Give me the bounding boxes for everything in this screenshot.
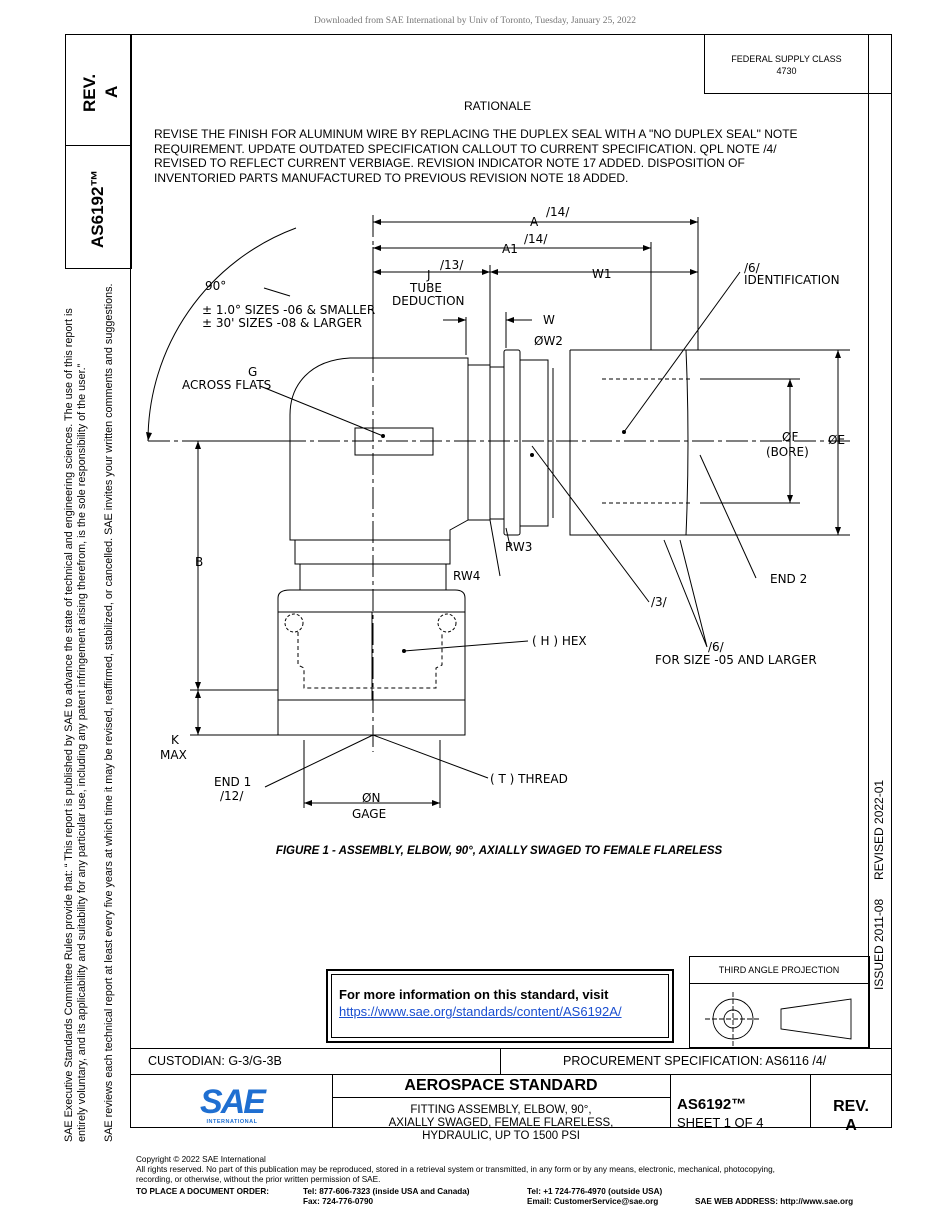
supply-class-value: 4730 <box>776 66 797 76</box>
projection-label: THIRD ANGLE PROJECTION <box>718 965 840 975</box>
sae-logo-sub: INTERNATIONAL <box>206 1119 258 1125</box>
bore-label: (BORE) <box>766 445 809 459</box>
figure-caption: FIGURE 1 - ASSEMBLY, ELBOW, 90°, AXIALLY… <box>275 845 723 857</box>
max-label: MAX <box>160 748 187 762</box>
across-flats-label: ACROSS FLATS <box>182 378 271 392</box>
document-title: FITTING ASSEMBLY, ELBOW, 90°, AXIALLY SW… <box>332 1104 670 1143</box>
note6-label: /6/ <box>708 640 725 654</box>
info-text: For more information on this standard, v… <box>339 987 609 1002</box>
dim-b: B <box>195 555 203 569</box>
doc-number: AS6192™ <box>677 1096 747 1113</box>
note3-label: /3/ <box>651 595 668 609</box>
left-id-box <box>65 34 132 269</box>
dim-w2: ØW2 <box>534 334 563 348</box>
dim-f: ØF <box>782 430 798 444</box>
rw3-label: RW3 <box>505 540 532 554</box>
footer: Copyright © 2022 SAE International All r… <box>136 1155 896 1185</box>
title-line3: HYDRAULIC, UP TO 1500 PSI <box>422 1130 580 1142</box>
rationale-text: REVISE THE FINISH FOR ALUMINUM WIRE BY R… <box>154 127 798 185</box>
tube-label: TUBE <box>409 281 442 295</box>
gage-label: GAGE <box>352 807 386 821</box>
tolerance-small: ± 1.0° SIZES -06 & SMALLER <box>202 303 375 317</box>
dim-a-note: /14/ <box>546 205 570 219</box>
supply-class-label: FEDERAL SUPPLY CLASS <box>731 54 842 64</box>
email: Email: CustomerService@sae.org <box>527 1197 659 1206</box>
copyright: Copyright © 2022 SAE International <box>136 1155 266 1164</box>
sheet-number: SHEET 1 OF 4 <box>677 1115 764 1130</box>
projection-box <box>689 956 870 1048</box>
end1-label: END 1 <box>214 775 251 789</box>
angle-label: 90° <box>205 279 226 293</box>
tel-us: Tel: 877-606-7323 (inside USA and Canada… <box>303 1187 470 1196</box>
dim-g: G <box>248 365 257 379</box>
tb-rev-label: REV. <box>833 1098 869 1115</box>
rationale-line2: REQUIREMENT. UPDATE OUTDATED SPECIFICATI… <box>154 141 777 156</box>
for-size-label: FOR SIZE -05 AND LARGER <box>655 653 817 667</box>
identification-label: IDENTIFICATION <box>744 273 840 287</box>
dim-w1: W1 <box>592 267 612 281</box>
dim-n: ØN <box>362 791 380 805</box>
standard-link[interactable]: https://www.sae.org/standards/content/AS… <box>339 1004 622 1019</box>
deduction-label: DEDUCTION <box>392 294 465 308</box>
dim-a1: A1 <box>502 242 518 256</box>
rationale-line3: REVISED TO REFLECT CURRENT VERBIAGE. REV… <box>154 156 745 171</box>
end1-note: /12/ <box>220 789 244 803</box>
drawing-frame <box>130 34 892 1128</box>
rationale-line4: INVENTORIED PARTS MANUFACTURED TO PREVIO… <box>154 170 629 185</box>
dim-k: K <box>171 733 180 747</box>
ident-note: /6/ <box>744 261 761 275</box>
fax: Fax: 724-776-0790 <box>303 1197 374 1206</box>
dim-a: A <box>530 215 539 229</box>
sae-logo: SAE INTERNATIONAL <box>196 1085 268 1125</box>
supply-class-box <box>704 34 892 94</box>
custodian: CUSTODIAN: G-3/G-3B <box>148 1054 282 1068</box>
sae-logo-mark: SAE <box>200 1083 266 1121</box>
rights-line2: recording, or otherwise, without the pri… <box>136 1175 381 1184</box>
projection-symbol <box>705 992 852 1046</box>
tb-rev-value: A <box>845 1117 857 1134</box>
end2-label: END 2 <box>770 572 807 586</box>
order-label: TO PLACE A DOCUMENT ORDER: <box>136 1187 269 1196</box>
tel-intl: Tel: +1 724-776-4970 (outside USA) <box>527 1187 663 1196</box>
tolerance-large: ± 30' SIZES -08 & LARGER <box>202 316 362 330</box>
title-line2: AXIALLY SWAGED, FEMALE FLARELESS, <box>388 1117 614 1129</box>
dim-e: ØE <box>828 433 845 447</box>
dim-w: W <box>543 313 555 327</box>
hex-label: ( H ) HEX <box>532 634 587 648</box>
dim-j-note: /13/ <box>440 258 464 272</box>
download-notice: Downloaded from SAE International by Uni… <box>313 16 637 26</box>
standard-type: AEROSPACE STANDARD <box>404 1077 598 1094</box>
rights-line1: All rights reserved. No part of this pub… <box>136 1165 775 1174</box>
rationale-line1: REVISE THE FINISH FOR ALUMINUM WIRE BY R… <box>154 127 798 141</box>
dim-j: J <box>426 268 431 282</box>
info-box: For more information on this standard, v… <box>326 969 674 1043</box>
rw4-label: RW4 <box>453 569 480 583</box>
dim-a1-note: /14/ <box>524 232 548 246</box>
rationale-title: RATIONALE <box>464 99 532 113</box>
web-address: SAE WEB ADDRESS: http://www.sae.org <box>695 1197 854 1206</box>
title-line1: FITTING ASSEMBLY, ELBOW, 90°, <box>410 1104 592 1116</box>
thread-label: ( T ) THREAD <box>490 772 568 786</box>
procurement-spec: PROCUREMENT SPECIFICATION: AS6116 /4/ <box>563 1054 827 1068</box>
